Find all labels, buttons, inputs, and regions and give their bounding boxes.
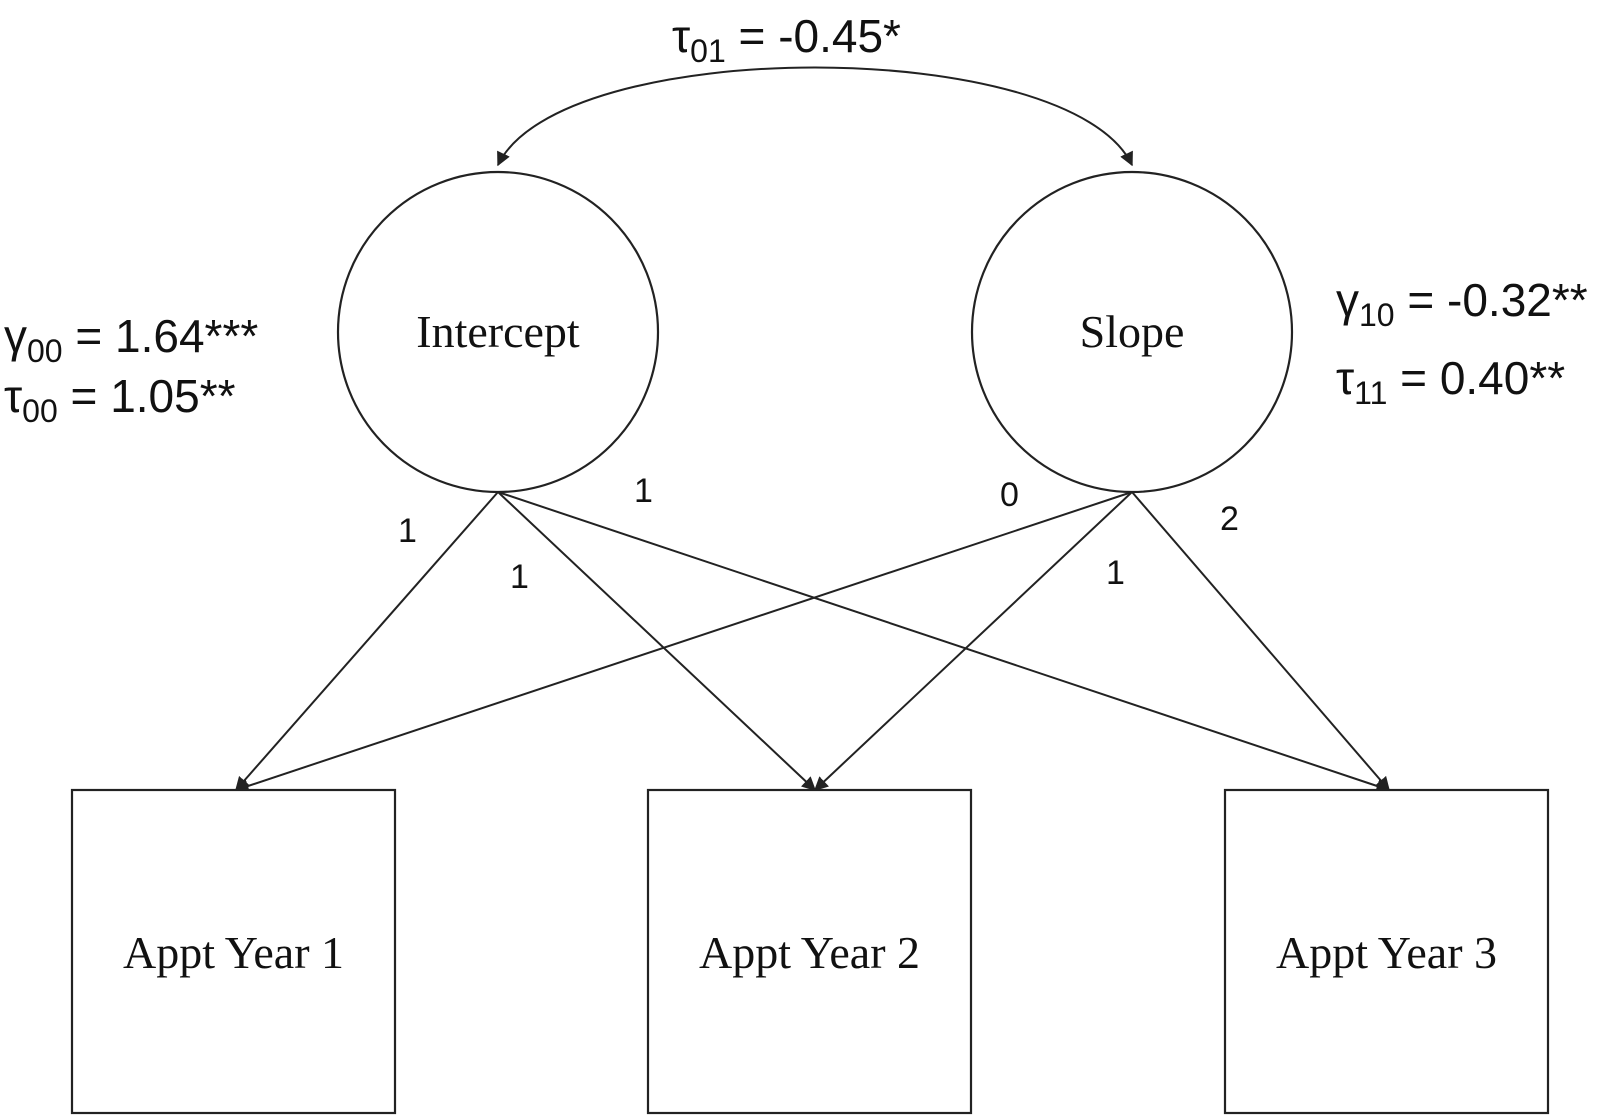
loading-slope-year2: 1 (1106, 554, 1125, 592)
intercept-label: Intercept (416, 306, 580, 357)
intercept-mean-label: γ00 = 1.64*** (4, 310, 258, 369)
path-slope-year1 (234, 491, 1133, 793)
path-slope-year3 (1131, 491, 1390, 792)
observed-label-year1: Appt Year 1 (123, 927, 344, 978)
covariance-label: τ01 = -0.45* (672, 10, 901, 69)
intercept-variance-label: τ00 = 1.05** (4, 370, 236, 429)
loading-intercept-year2: 1 (510, 558, 529, 596)
slope-variance-label: τ11 = 0.40** (1336, 352, 1565, 411)
observed-box-year3 (1223, 788, 1550, 1115)
slope-label: Slope (1080, 306, 1185, 357)
loading-intercept-year1: 1 (398, 512, 417, 550)
slope-node (970, 170, 1294, 494)
loading-intercept-year3: 1 (634, 472, 653, 510)
covariance-arc (497, 66, 1133, 167)
path-intercept-year2 (497, 491, 817, 791)
loading-slope-year3: 2 (1220, 500, 1239, 538)
slope-mean-label: γ10 = -0.32** (1336, 274, 1588, 333)
observed-label-year3: Appt Year 3 (1276, 927, 1497, 978)
intercept-node (336, 170, 660, 494)
loading-slope-year1: 0 (1000, 476, 1019, 514)
path-intercept-year1 (235, 491, 499, 792)
observed-box-year2 (646, 788, 973, 1115)
path-slope-year2 (813, 491, 1133, 791)
observed-label-year2: Appt Year 2 (699, 927, 920, 978)
observed-box-year1 (70, 788, 397, 1115)
path-intercept-year3 (497, 491, 1391, 793)
